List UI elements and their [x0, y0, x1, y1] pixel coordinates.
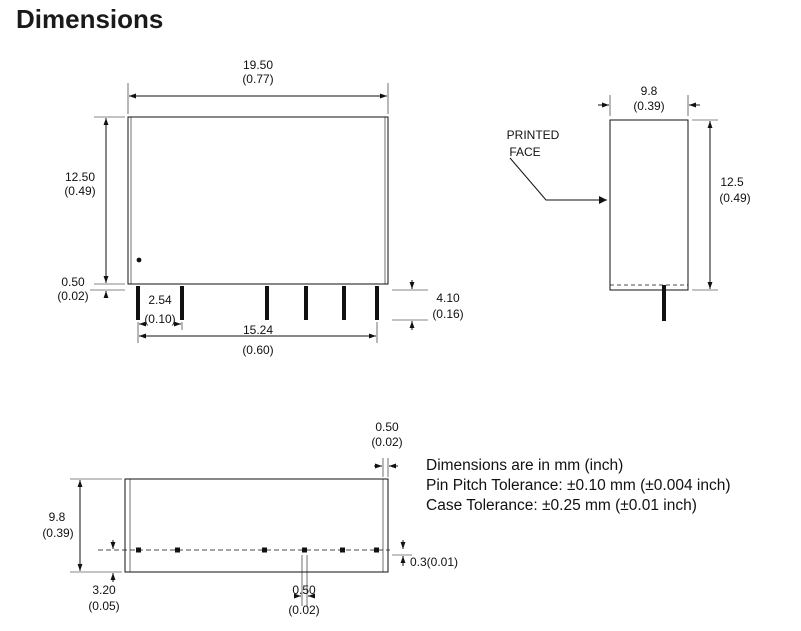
side-width-mm: 9.8 — [641, 84, 658, 98]
note-line: Pin Pitch Tolerance: ±0.10 mm (±0.004 in… — [426, 477, 731, 494]
pin-size-in: (0.02) — [288, 603, 319, 617]
standoff-in: (0.02) — [57, 289, 88, 303]
pin — [136, 547, 141, 553]
pin — [374, 547, 379, 553]
note-line: Case Tolerance: ±0.25 mm (±0.01 inch) — [426, 497, 697, 514]
pin-row-offset-mm: 3.20 — [92, 583, 116, 597]
printed-face-label-line2: FACE — [509, 145, 540, 159]
side-pin — [662, 285, 666, 321]
pin — [302, 547, 307, 553]
pin-pitch-mm: 2.54 — [148, 293, 172, 307]
pin — [180, 286, 184, 320]
bottom-height-mm: 9.8 — [49, 510, 66, 524]
pin — [175, 547, 180, 553]
page-title: Dimensions — [16, 4, 164, 34]
side-view — [509, 95, 718, 321]
front-body — [127, 116, 389, 285]
side-height-mm: 12.5 — [720, 175, 744, 189]
side-height-in: (0.49) — [719, 191, 750, 205]
pin — [342, 286, 346, 320]
wall-thickness-mm: 0.50 — [375, 420, 399, 434]
pin-length-mm: 4.10 — [436, 291, 460, 305]
front-pins — [136, 286, 379, 320]
pin-span-in: (0.60) — [242, 343, 273, 357]
front-width-mm: 19.50 — [243, 58, 273, 72]
bottom-view — [70, 458, 412, 606]
wall-thickness-in: (0.02) — [371, 435, 402, 449]
printed-face-leader — [509, 157, 607, 204]
pin — [304, 286, 308, 320]
front-view — [90, 83, 428, 343]
pin1-marker-dot — [136, 257, 142, 263]
side-body — [609, 119, 689, 291]
pin — [375, 286, 379, 320]
bottom-body — [124, 478, 389, 573]
bottom-pins — [136, 547, 379, 553]
pin — [340, 547, 345, 553]
pin-size-mm: 0.50 — [292, 583, 316, 597]
pin — [265, 286, 269, 320]
note-line: Dimensions are in mm (inch) — [426, 457, 624, 474]
front-width-in: (0.77) — [242, 72, 273, 86]
pin-row-offset-in: (0.05) — [88, 599, 119, 613]
pin-pitch-in: (0.10) — [144, 312, 175, 326]
standoff-mm: 0.50 — [61, 275, 85, 289]
front-height-in: (0.49) — [64, 184, 95, 198]
dimension-notes: Dimensions are in mm (inch) Pin Pitch To… — [426, 456, 730, 516]
side-width-in: (0.39) — [633, 99, 664, 113]
front-height-mm: 12.50 — [65, 170, 95, 184]
pin-row-tolerance: 0.3(0.01) — [410, 555, 458, 569]
pin-span-mm: 15.24 — [243, 323, 273, 337]
printed-face-label-line1: PRINTED — [507, 128, 560, 142]
pin-length-in: (0.16) — [432, 307, 463, 321]
pin — [262, 547, 267, 553]
bottom-height-in: (0.39) — [42, 526, 73, 540]
pin — [136, 286, 140, 320]
